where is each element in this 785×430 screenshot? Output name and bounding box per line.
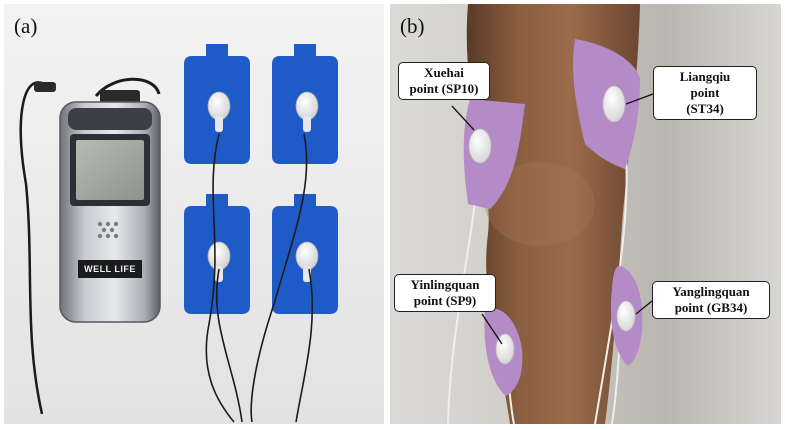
device-brand-text: WELL LIFE <box>84 264 136 274</box>
electrode-snap <box>468 128 492 164</box>
tens-device <box>59 101 161 323</box>
panel-a-label: (a) <box>14 14 38 38</box>
electrode-snap <box>616 300 636 332</box>
kneecap <box>485 162 595 246</box>
electrode-pad-st34 <box>573 39 640 169</box>
panel-b-knee-photo: (b) <box>390 4 781 424</box>
electrode-pad-sp10 <box>463 99 525 209</box>
cable <box>94 77 161 98</box>
device-screen <box>76 140 144 200</box>
electrode-pad-sp9 <box>484 308 523 396</box>
pointer-lines <box>451 93 654 345</box>
electrode-connector <box>303 116 311 132</box>
electrode-snap <box>295 241 319 271</box>
electrode-snap <box>207 241 231 271</box>
electrode-pad-gb34 <box>610 266 643 366</box>
device-brand-plate <box>78 260 142 278</box>
label-yinlingquan-point: Yinlingquan point (SP9) <box>394 274 496 312</box>
electrode-snap <box>602 85 626 123</box>
lead-wires <box>205 133 314 423</box>
panel-b-label: (b) <box>400 14 425 38</box>
panel-b-illustration <box>447 4 654 424</box>
electrode-connector <box>215 266 223 282</box>
device-button-grid <box>97 221 119 239</box>
cable-plug <box>100 90 140 104</box>
panel-a-illustration <box>19 44 338 423</box>
label-xuehai-point: Xuehai point (SP10) <box>398 62 490 100</box>
electrode-snap <box>207 91 231 121</box>
electrode-connector <box>215 116 223 132</box>
label-liangqiu-point: Liangqiu point (ST34) <box>653 66 757 120</box>
electrode-pads <box>184 44 338 314</box>
electrode-snap <box>295 91 319 121</box>
panel-a-device-photo: (a) <box>4 4 384 424</box>
cable-plug <box>34 82 56 92</box>
cable <box>19 81 45 415</box>
label-yanglingquan-point: Yanglingquan point (GB34) <box>652 281 770 319</box>
